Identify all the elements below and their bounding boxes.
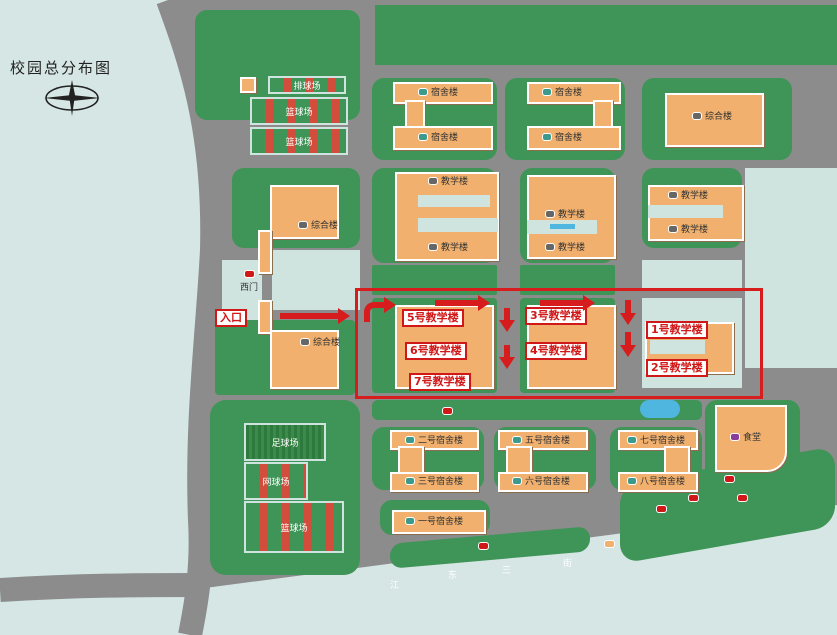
road-name-char: 三: [502, 566, 512, 576]
teaching-building-1[interactable]: 1号教学楼: [646, 321, 708, 339]
teaching-label: 教学楼: [668, 222, 708, 235]
canteen-label: 食堂: [730, 430, 761, 443]
teaching-building-6[interactable]: 6号教学楼: [405, 342, 467, 360]
teaching-building-4[interactable]: 4号教学楼: [525, 342, 587, 360]
dorm-building: [618, 430, 698, 450]
dorm-label: 宿舍楼: [418, 130, 458, 143]
compass-rose-icon: [44, 80, 100, 116]
dorm-label: 宿舍楼: [418, 85, 458, 98]
grass: [375, 5, 837, 65]
dorm-building: [618, 472, 698, 492]
tennis-court: 网球场: [244, 462, 308, 500]
teaching-building: [395, 172, 499, 261]
courtyard: [650, 340, 705, 354]
basketball-court: 篮球场: [250, 127, 348, 155]
bus-stop-icon: [656, 505, 667, 513]
building-small: [240, 77, 256, 93]
teaching-area-highlight: [355, 288, 763, 399]
basketball-court: 篮球场: [244, 501, 344, 553]
route-arrow-down: [620, 332, 636, 357]
route-arrow-right: [540, 295, 595, 311]
basketball-court: 篮球场: [250, 97, 348, 125]
road-name-char: 江: [390, 581, 400, 591]
gate-icon: [244, 270, 255, 278]
bus-stop-icon: [478, 542, 489, 550]
gate-building: [258, 230, 272, 274]
west-gate-label[interactable]: 西门: [240, 283, 259, 293]
entrance-label[interactable]: 入口: [215, 309, 247, 327]
volleyball-court: 排球场: [268, 76, 346, 94]
complex-label: 综合楼: [298, 218, 338, 231]
lawn: [642, 260, 742, 290]
teaching-building-7[interactable]: 7号教学楼: [409, 373, 471, 391]
bus-stop-icon: [442, 407, 453, 415]
football-field: 足球场: [244, 423, 326, 461]
dorm-label: 一号宿舍楼: [405, 514, 463, 527]
route-arrow-down: [620, 300, 636, 325]
teaching-label: 教学楼: [668, 188, 708, 201]
lawn: [272, 250, 360, 310]
road-name-char: 街: [563, 559, 573, 569]
courtyard: [418, 195, 490, 207]
dorm-building: [498, 430, 588, 450]
teaching-label: 教学楼: [428, 174, 468, 187]
teaching-building-2[interactable]: 2号教学楼: [646, 359, 708, 377]
courtyard: [648, 205, 723, 218]
grass: [372, 400, 702, 420]
teaching-building-3[interactable]: 3号教学楼: [525, 307, 587, 325]
complex-building: [665, 93, 764, 147]
pool: [550, 224, 575, 229]
dorm-label: 七号宿舍楼: [627, 433, 685, 446]
route-arrow-down: [499, 345, 515, 369]
canteen-building: [715, 405, 787, 472]
teaching-building-5[interactable]: 5号教学楼: [402, 309, 464, 327]
dorm-label: 六号宿舍楼: [512, 474, 570, 487]
bus-stop-icon: [724, 475, 735, 483]
teaching-building: [527, 175, 616, 259]
route-arrow-turn: [364, 302, 384, 322]
dorm-label: 宿舍楼: [542, 130, 582, 143]
dorm-building: [393, 82, 493, 104]
courtyard: [418, 218, 498, 232]
route-arrow-right: [280, 308, 350, 324]
bus-stop-icon: [688, 494, 699, 502]
teaching-label: 教学楼: [545, 207, 585, 220]
route-arrow-right: [435, 295, 490, 311]
route-arrow-right: [378, 297, 396, 313]
roundabout-icon: [604, 540, 615, 548]
gate-building: [258, 300, 272, 334]
dorm-label: 八号宿舍楼: [627, 474, 685, 487]
route-arrow-down: [499, 308, 515, 332]
bus-stop-icon: [737, 494, 748, 502]
dorm-label: 五号宿舍楼: [512, 433, 570, 446]
pond: [640, 400, 680, 418]
dorm-building: [390, 430, 479, 450]
teaching-label: 教学楼: [545, 240, 585, 253]
road-name-char: 东: [448, 571, 458, 581]
dorm-label: 二号宿舍楼: [405, 433, 463, 446]
teaching-label: 教学楼: [428, 240, 468, 253]
complex-label: 综合楼: [692, 109, 732, 122]
dorm-building: [393, 126, 493, 150]
map-title: 校园总分布图: [10, 59, 113, 77]
dorm-label: 宿舍楼: [542, 85, 582, 98]
complex-label: 综合楼: [300, 335, 340, 348]
complex-building: [270, 185, 339, 239]
dorm-label: 三号宿舍楼: [405, 474, 463, 487]
